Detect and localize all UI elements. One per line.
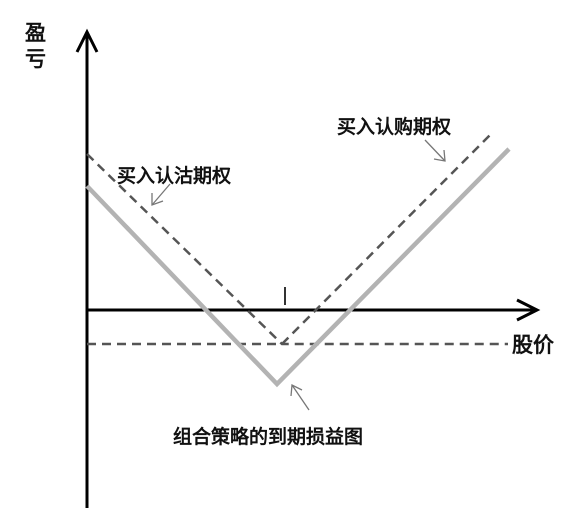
long-call-label: 买入认购期权 bbox=[337, 115, 451, 138]
x-axis-arrowhead bbox=[516, 298, 541, 322]
y-axis-label-bottom: 亏 bbox=[25, 46, 46, 71]
y-axis-arrowhead bbox=[75, 28, 99, 53]
combo-label: 组合策略的到期损益图 bbox=[173, 425, 363, 448]
call-label-pointer bbox=[424, 139, 446, 162]
combo-label-pointer bbox=[290, 383, 310, 411]
y-axis-label-top: 盈 bbox=[24, 20, 46, 45]
long-call-payoff-line bbox=[87, 131, 494, 346]
combo-payoff-line bbox=[85, 147, 511, 388]
put-label-pointer bbox=[151, 183, 171, 206]
x-axis-label: 股价 bbox=[512, 332, 555, 357]
long-put-label: 买入认沽期权 bbox=[117, 164, 231, 187]
